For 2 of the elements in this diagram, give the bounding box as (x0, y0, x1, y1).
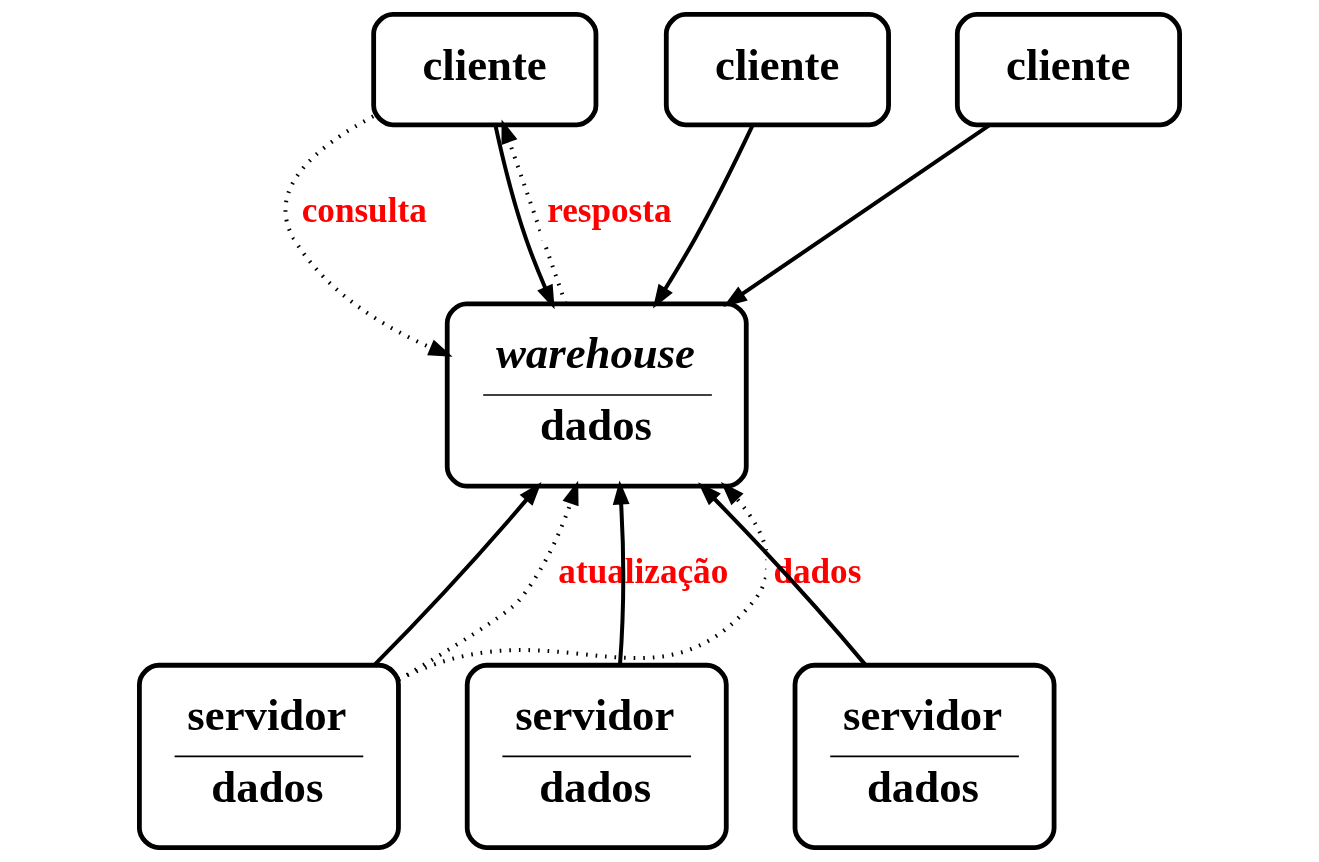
edge-label: resposta (547, 190, 672, 230)
edge-label: consulta (301, 190, 427, 230)
